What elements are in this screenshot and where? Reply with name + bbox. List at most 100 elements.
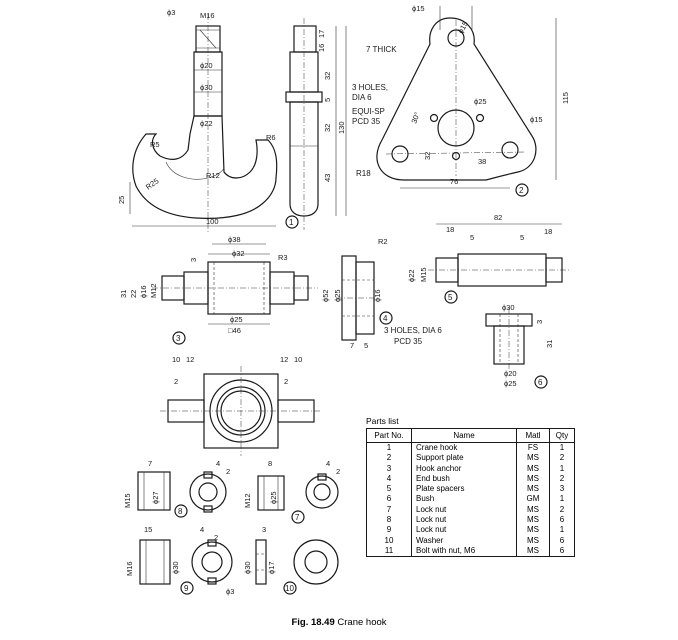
table-cell: 6 — [549, 535, 575, 546]
dim-text: □46 — [228, 326, 241, 335]
table-cell: MS — [516, 463, 550, 474]
marker-text: 2 — [519, 186, 524, 195]
table-cell: MS — [516, 515, 550, 526]
dim-text: ϕ25 — [269, 491, 278, 504]
dim-text: ϕ25 — [333, 289, 342, 302]
dim-text: 25 — [117, 196, 126, 204]
dim-text: 15 — [144, 525, 152, 534]
dim-text: 17 — [317, 30, 326, 38]
dim-text: 3 — [262, 525, 266, 534]
parts-list-title: Parts list — [366, 416, 399, 426]
table-cell: FS — [516, 442, 550, 454]
table-cell: 9 — [366, 525, 412, 536]
part-marker: 4 — [379, 311, 393, 325]
dim-text: ϕ25 — [230, 315, 243, 324]
table-cell: 5 — [366, 484, 412, 495]
dim-text: 8 — [268, 459, 272, 468]
part-marker: 7 — [291, 510, 305, 524]
dim-text: 22 — [129, 290, 138, 298]
table-cell: 6 — [549, 515, 575, 526]
dim-text: PCD 35 — [394, 337, 423, 346]
dim-text: 76 — [450, 177, 458, 186]
dim-text: 31 — [119, 290, 128, 298]
dim-text: M12 — [149, 283, 158, 298]
dim-text: 3 — [535, 320, 544, 324]
dim-text: 30° — [409, 111, 421, 125]
table-cell: Lock nut — [411, 515, 517, 526]
hook-anchor-view — [152, 243, 318, 325]
dim-text: M16 — [125, 561, 134, 576]
part-marker: 9 — [180, 581, 194, 595]
dim-text: 2 — [174, 377, 178, 386]
dim-text: 3 — [189, 258, 198, 262]
table-header-row: Part No. Name Matl Qty — [366, 428, 575, 443]
end-bush-view: R2 ϕ52 ϕ25 ϕ16 7 5 3 HOLES, DIA 6 PCD 35 — [321, 237, 442, 350]
dim-text: ϕ20 — [200, 61, 213, 70]
table-cell: 7 — [366, 504, 412, 516]
marker-text: 9 — [184, 584, 189, 593]
part-marker: 6 — [534, 375, 548, 389]
marker-text: 7 — [295, 513, 300, 522]
dim-text: ϕ15 — [456, 20, 470, 35]
header-part-no: Part No. — [366, 428, 412, 443]
table-cell: 6 — [366, 494, 412, 505]
dim-text: M15 — [123, 493, 132, 508]
dim-text: 18 — [544, 227, 552, 236]
table-cell: End bush — [411, 473, 517, 485]
dim-text: 12 — [280, 355, 288, 364]
header-name: Name — [411, 428, 517, 443]
table-cell: 2 — [549, 504, 575, 516]
hook-dimensions: ϕ3 M16 ϕ20 ϕ30 ϕ22 R5 R12 R25 25 100 — [117, 8, 276, 227]
table-cell: 1 — [549, 494, 575, 505]
dim-text: 5 — [520, 233, 524, 242]
dim-text: R6 — [266, 133, 276, 142]
dim-text: R25 — [144, 176, 160, 191]
table-cell: Support plate — [411, 453, 517, 464]
dim-text: ϕ22 — [200, 119, 213, 128]
dim-text: 3 HOLES, — [352, 83, 388, 92]
marker-text: 10 — [285, 584, 294, 593]
support-plate-view — [376, 17, 537, 181]
table-cell: Bolt with nut, M6 — [411, 545, 517, 557]
part-marker: 1 — [285, 215, 299, 229]
dim-text: ϕ17 — [267, 561, 276, 574]
table-cell: 1 — [549, 463, 575, 474]
marker-text: 8 — [178, 507, 183, 516]
table-cell: 11 — [366, 545, 412, 557]
table-cell: 2 — [366, 453, 412, 464]
dim-text: ϕ30 — [171, 561, 180, 574]
dim-text: 38 — [478, 157, 486, 166]
part-marker: 2 — [515, 183, 529, 197]
part-marker: 10 — [283, 581, 297, 595]
dim-text: ϕ25 — [474, 97, 487, 106]
table-cell: Washer — [411, 535, 517, 546]
dim-text: EQUI-SP — [352, 107, 385, 116]
header-matl: Matl — [516, 428, 550, 443]
dim-text: 5 — [323, 98, 332, 102]
dim-text: DIA 6 — [352, 93, 372, 102]
lock-nut-8-views: 7 M15 ϕ27 4 2 — [123, 459, 230, 513]
table-cell: MS — [516, 504, 550, 516]
dim-text: 10 — [294, 355, 302, 364]
figure-number: Fig. 18.49 — [291, 617, 335, 628]
dim-text: ϕ38 — [228, 235, 241, 244]
marker-text: 6 — [538, 378, 543, 387]
table-cell: 4 — [366, 473, 412, 485]
header-qty: Qty — [549, 428, 575, 443]
dim-text: 5 — [470, 233, 474, 242]
washer-views: 3 ϕ30 ϕ17 — [243, 525, 339, 585]
dim-text: ϕ32 — [232, 249, 245, 258]
hook-side-dimensions: R6 17 16 32 5 130 32 43 — [266, 26, 347, 216]
table-cell: 1 — [549, 525, 575, 536]
crane-hook-front-view — [132, 14, 278, 232]
dim-text: 31 — [545, 340, 554, 348]
